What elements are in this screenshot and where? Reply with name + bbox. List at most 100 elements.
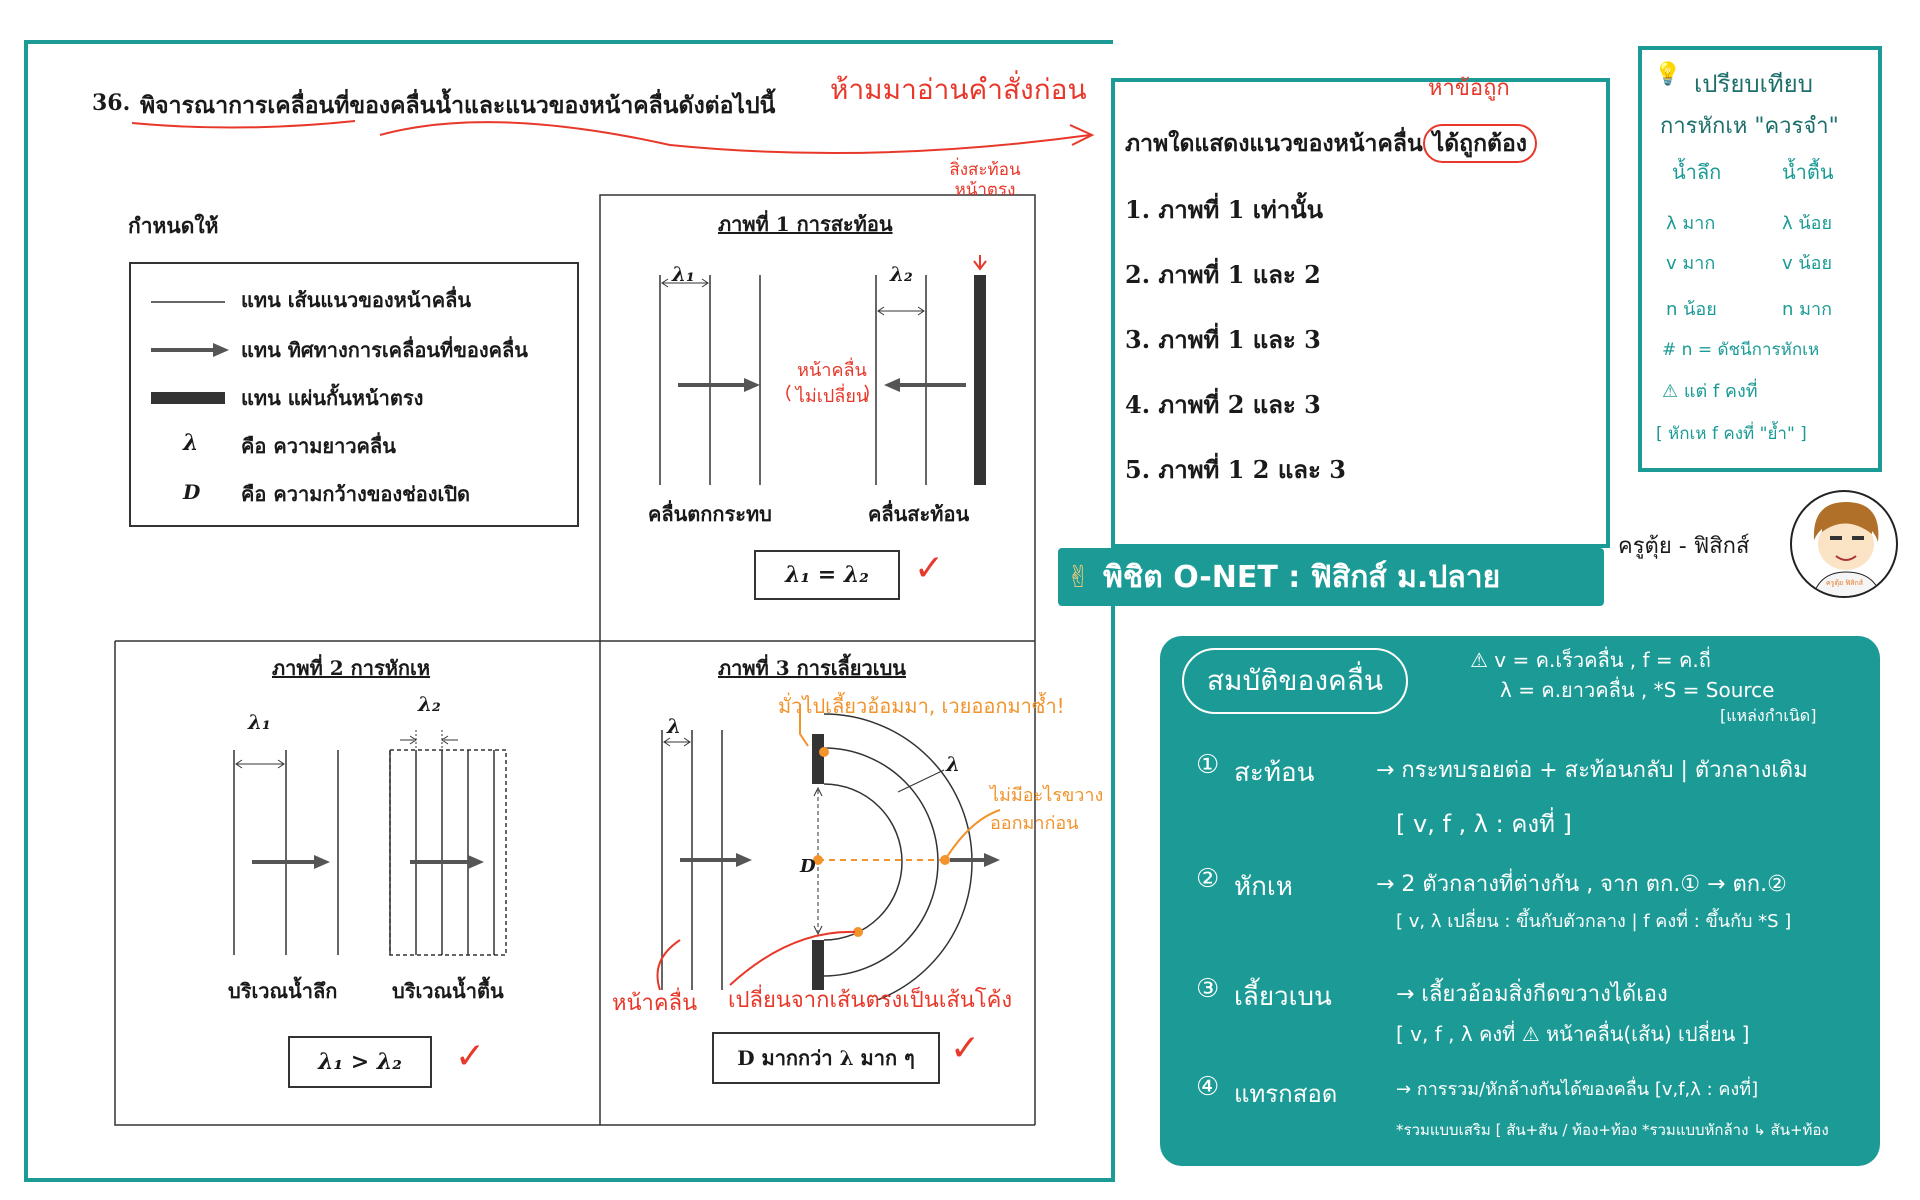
wave-properties-panel: สมบัติของคลื่น ⚠ v = ค.เร็วคลื่น , f = ค…	[1160, 636, 1880, 1166]
props-item-4-line2: *รวมแบบเสริม [ สัน+สัน / ท้อง+ท้อง *รวมแ…	[1396, 1121, 1829, 1139]
answer-option-1[interactable]: 1. ภาพที่ 1 เท่านั้น	[1125, 195, 1324, 224]
legend-text-bar: แทน แผ่นกั้นหน้าตรง	[241, 386, 424, 410]
compare-shallow-2: v น้อย	[1782, 253, 1833, 274]
props-item-4-num: ④	[1196, 1072, 1220, 1102]
compare-shallow-1: λ น้อย	[1782, 213, 1833, 234]
fig2-label-shallow: บริเวณน้ำตื้น	[392, 979, 504, 1003]
props-item-2-line1: → 2 ตัวกลางที่ต่างกัน , จาก ตก.① → ตก.②	[1376, 872, 1787, 897]
legend-bar-icon	[151, 392, 225, 404]
answer-option-5[interactable]: 5. ภาพที่ 1 2 และ 3	[1125, 455, 1346, 484]
fig1-title: ภาพที่ 1 การสะท้อน	[718, 212, 893, 236]
fig1-note-front: หน้าคลื่น ไม่เปลี่ยน	[795, 360, 869, 407]
fig3-lambda: λ	[667, 714, 682, 738]
answer-option-2[interactable]: 2. ภาพที่ 1 และ 2	[1125, 260, 1321, 289]
props-item-3-line2: [ v, f , λ คงที่ ⚠ หน้าคลื่น(เส้น) เปลี่…	[1396, 1022, 1750, 1046]
legend-d-symbol: D	[183, 480, 201, 504]
avatar-shirt-text: ครูตุ้ย ฟิสิกส์	[1826, 579, 1864, 587]
legend-arrow-icon	[151, 343, 229, 357]
props-item-2-name: หักเห	[1234, 872, 1293, 902]
fig3-check-icon: ✓	[950, 1028, 981, 1069]
props-item-1-name: สะท้อน	[1234, 758, 1315, 788]
legend-line-icon	[151, 301, 225, 303]
question-underline	[131, 120, 356, 129]
compare-shallow-3: n มาก	[1782, 299, 1833, 320]
fig2-label-deep: บริเวณน้ำลึก	[228, 979, 338, 1003]
fig2-lambda1: λ₁	[248, 710, 271, 734]
props-item-2-num: ②	[1196, 864, 1220, 894]
fig2-title: ภาพที่ 2 การหักเห	[272, 656, 431, 680]
fig1-label-incident: คลื่นตกกระทบ	[648, 502, 772, 526]
fig3-note-top: มั่วไปเลี้ยวอ้อมมา, เวยออกมาซ้ำ!	[778, 694, 1065, 718]
note-find-correct: หาข้อถูก	[1428, 76, 1510, 101]
note-arrow	[379, 121, 1095, 154]
compare-deep-1: λ มาก	[1666, 213, 1716, 234]
compare-deep-2: v มาก	[1666, 253, 1716, 274]
answer-question-prefix: ภาพใดแสดงแนวของหน้าคลื่น	[1125, 130, 1423, 157]
fig2-check-icon: ✓	[455, 1036, 486, 1077]
props-item-1-num: ①	[1196, 750, 1220, 780]
props-title: สมบัติของคลื่น	[1182, 648, 1408, 714]
question-text: พิจารณาการเคลื่อนที่ของคลื่นน้ำและแนวของ…	[140, 92, 776, 119]
fig1-diagram	[659, 255, 987, 485]
answer-option-3[interactable]: 3. ภาพที่ 1 และ 3	[1125, 325, 1321, 354]
props-def-2: λ = ค.ยาวคลื่น , *S = Source	[1500, 678, 1775, 702]
fig3-formula: D มากกว่า λ มาก ๆ	[712, 1032, 940, 1084]
bulb-icon: 💡	[1654, 62, 1682, 87]
banner: ✌ พิชิต O-NET : ฟิสิกส์ ม.ปลาย	[1058, 548, 1604, 606]
compare-note-n: # n = ดัชนีการหักเห	[1662, 340, 1820, 360]
props-item-1-line2: [ v, f , λ : คงที่ ]	[1396, 810, 1572, 838]
fig2-diagram	[233, 730, 507, 956]
fig3-note-right: ไม่มีอะไรขวาง ออกมาก่อน	[990, 785, 1104, 834]
fig3-d-label: D	[800, 856, 816, 877]
compare-title-line2: การหักเห "ควรจำ"	[1660, 114, 1839, 139]
given-label: กำหนดให้	[128, 213, 219, 238]
legend-box: แทน เส้นแนวของหน้าคลื่น แทน ทิศทางการเคล…	[129, 262, 579, 527]
answer-option-4[interactable]: 4. ภาพที่ 2 และ 3	[1125, 390, 1321, 419]
fig2-formula: λ₁ > λ₂	[288, 1036, 432, 1088]
fig1-lambda1: λ₁	[672, 262, 695, 286]
props-def-1: ⚠ v = ค.เร็วคลื่น , f = ค.ถี่	[1470, 648, 1711, 672]
answer-question-highlight: ได้ถูกต้อง	[1422, 124, 1538, 163]
props-item-2-line2: [ v, λ เปลี่ยน : ขึ้นกับตัวกลาง | f คงที…	[1396, 911, 1792, 932]
fig1-formula: λ₁ = λ₂	[754, 550, 900, 600]
fig1-label-reflected: คลื่นสะท้อน	[868, 502, 970, 526]
props-item-3-name: เลี้ยวเบน	[1234, 982, 1332, 1012]
compare-note-f: ⚠ แต่ f คงที่	[1662, 381, 1758, 402]
fig2-lambda2: λ₂	[418, 692, 441, 716]
legend-text-line: แทน เส้นแนวของหน้าคลื่น	[241, 288, 472, 312]
fig3-note-change: เปลี่ยนจากเส้นตรงเป็นเส้นโค้ง	[728, 988, 1013, 1013]
fig1-check-icon: ✓	[914, 548, 945, 589]
props-item-1-line1: → กระทบรอยต่อ + สะท้อนกลับ | ตัวกลางเดิม	[1376, 758, 1808, 783]
fig3-note-front: หน้าคลื่น	[612, 991, 698, 1016]
props-item-3-line1: → เลี้ยวอ้อมสิ่งกีดขวางได้เอง	[1396, 982, 1668, 1007]
props-item-4-name: แทรกสอด	[1234, 1080, 1338, 1108]
legend-text-d: คือ ความกว้างของช่องเปิด	[241, 482, 471, 506]
victory-hand-icon: ✌	[1066, 559, 1092, 595]
fig3-title: ภาพที่ 3 การเลี้ยวเบน	[718, 656, 906, 680]
teacher-name: ครูตุ้ย - ฟิสิกส์	[1618, 534, 1750, 559]
legend-lambda-symbol: λ	[183, 430, 199, 456]
answer-question: ภาพใดแสดงแนวของหน้าคลื่นได้ถูกต้อง	[1125, 124, 1538, 163]
note-read-first: ห้ามมาอ่านคำสั่งก่อน	[830, 73, 1087, 106]
banner-text: พิชิต O-NET : ฟิสิกส์ ม.ปลาย	[1103, 559, 1501, 595]
teacher-avatar: ครูตุ้ย ฟิสิกส์	[1790, 490, 1898, 598]
compare-deep-3: n น้อย	[1666, 299, 1717, 320]
compare-col-shallow: น้ำตื้น	[1782, 160, 1834, 184]
fig1-note-barrier: สิ่งสะท้อน หน้าตรง	[949, 160, 1021, 200]
legend-text-lambda: คือ ความยาวคลื่น	[241, 434, 396, 458]
props-item-4-line1: → การรวม/หักล้างกันได้ของคลื่น [v,f,λ : …	[1396, 1079, 1759, 1100]
compare-box: 💡 เปรียบเทียบ การหักเห "ควรจำ" น้ำลึก น้…	[1638, 46, 1882, 472]
props-def-3: [แหล่งกำเนิด]	[1720, 706, 1817, 725]
fig3-lambda-outer: λ	[946, 752, 961, 776]
compare-title-line1: เปรียบเทียบ	[1694, 70, 1813, 98]
fig1-lambda2: λ₂	[890, 262, 913, 286]
props-item-3-num: ③	[1196, 974, 1220, 1004]
compare-col-deep: น้ำลึก	[1672, 160, 1722, 184]
avatar-illustration	[1812, 502, 1882, 596]
legend-text-arrow: แทน ทิศทางการเคลื่อนที่ของคลื่น	[241, 338, 528, 362]
compare-note-bracket: [ หักเห f คงที่ "ย้ำ" ]	[1656, 424, 1807, 444]
question-number: 36.	[92, 90, 131, 116]
fig3-diagram	[656, 704, 1001, 1000]
